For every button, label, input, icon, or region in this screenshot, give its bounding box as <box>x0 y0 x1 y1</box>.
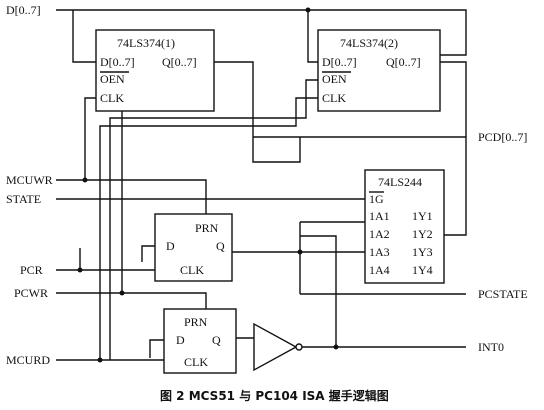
ff-lower-d-label: D <box>176 333 185 347</box>
ff-lower-body <box>163 308 237 374</box>
d-bus-to-latch1 <box>72 10 96 63</box>
d-bus-wire <box>56 9 467 56</box>
latch2-oen-label: OEN <box>322 72 347 86</box>
buffer-body <box>364 169 445 284</box>
buffer-input-1a4: 1A4 <box>369 263 390 277</box>
pcwr-junction <box>119 290 125 296</box>
latch1-body <box>95 29 215 112</box>
ff-lower: PRN D Q CLK <box>163 308 237 374</box>
latch2-clk-label: CLK <box>322 91 346 105</box>
buffer-title: 74LS244 <box>378 175 422 189</box>
buffer-enable-label: 1G <box>369 192 384 206</box>
inverter-triangle <box>253 322 298 372</box>
latch1-chip: 74LS374(1) D[0..7] Q[0..7] OEN CLK <box>95 29 215 112</box>
int0-label: INT0 <box>478 340 504 354</box>
buffer-output-1y3: 1Y3 <box>412 245 433 259</box>
ff-upper-d-label: D <box>166 239 175 253</box>
d-bus-label: D[0..7] <box>6 3 41 17</box>
buffer-input-1a2: 1A2 <box>369 227 390 241</box>
ff-upper-clk-label: CLK <box>180 263 204 277</box>
inverter-gate <box>253 322 303 372</box>
buffer-output-1y2: 1Y2 <box>412 227 433 241</box>
pcd-bus-tap <box>252 137 301 163</box>
ff-lower-prn-label: PRN <box>184 315 208 329</box>
buffer-input-1a1: 1A1 <box>369 209 390 223</box>
mcuwr-to-latch1-clk <box>84 97 96 180</box>
latch1-clk-label: CLK <box>100 91 124 105</box>
ff-upper-body <box>154 213 233 282</box>
latch2-chip: 74LS374(2) D[0..7] Q[0..7] OEN CLK <box>317 29 441 112</box>
buffer-input-1a3: 1A3 <box>369 245 390 259</box>
latch2-title: 74LS374(2) <box>340 36 398 50</box>
pcwr-wire <box>56 292 207 309</box>
latch2-q-wire <box>440 61 467 137</box>
mcuwr-junction <box>82 177 88 183</box>
ff-upper-prn-label: PRN <box>195 221 219 235</box>
buffer-chip: 74LS244 1G 1A1 1A2 1A3 1A4 1Y1 1Y2 1Y3 1… <box>364 169 445 284</box>
latch1-oen-label: OEN <box>100 72 125 86</box>
mcuwr-label: MCUWR <box>6 173 53 187</box>
buffer-output-1y4: 1Y4 <box>412 263 433 277</box>
mcurd-label: MCURD <box>6 353 50 367</box>
d-bus-junction <box>305 7 311 13</box>
latch1-d-label: D[0..7] <box>100 55 135 69</box>
ff-lower-q-label: Q <box>212 333 221 347</box>
ff-lower-d-tie <box>149 339 164 358</box>
pcwr-label: PCWR <box>14 286 48 300</box>
pcd-bus-wire <box>253 136 467 180</box>
ff-upper-q-label: Q <box>216 239 225 253</box>
int0-feedback <box>299 221 365 294</box>
signal-labels: D[0..7] PCD[0..7] MCUWR STATE PCR PCWR M… <box>6 3 528 367</box>
inverter-bubble <box>295 343 303 351</box>
pcr-label: PCR <box>20 263 43 277</box>
ff-upper-q-junction <box>297 249 303 255</box>
pcstate-label: PCSTATE <box>478 287 528 301</box>
state-label: STATE <box>6 192 41 206</box>
latch2-body <box>317 29 441 112</box>
buffer-output-1y1: 1Y1 <box>412 209 433 223</box>
ff-upper: PRN D Q CLK <box>154 213 233 282</box>
latch2-d-label: D[0..7] <box>322 55 357 69</box>
latch1-q-label: Q[0..7] <box>162 55 197 69</box>
mcuwr-wire <box>56 179 207 214</box>
figure-caption: 图 2 MCS51 与 PC104 ISA 握手逻辑图 <box>160 388 389 403</box>
ff-upper-d-tie <box>141 245 155 262</box>
d-bus-to-latch2 <box>307 10 318 63</box>
buffer-1y2-wire <box>444 180 467 236</box>
pcd-bus-label: PCD[0..7] <box>478 130 527 144</box>
latch1-q-wire <box>214 61 254 137</box>
mcurd-junction <box>97 357 103 363</box>
latch2-clk-wire <box>99 97 318 360</box>
latch2-oen-wire <box>109 79 318 360</box>
int0-branch <box>300 235 337 347</box>
latch2-q-label: Q[0..7] <box>386 55 421 69</box>
latch1-title: 74LS374(1) <box>117 36 175 50</box>
ff-lower-clk-label: CLK <box>184 355 208 369</box>
